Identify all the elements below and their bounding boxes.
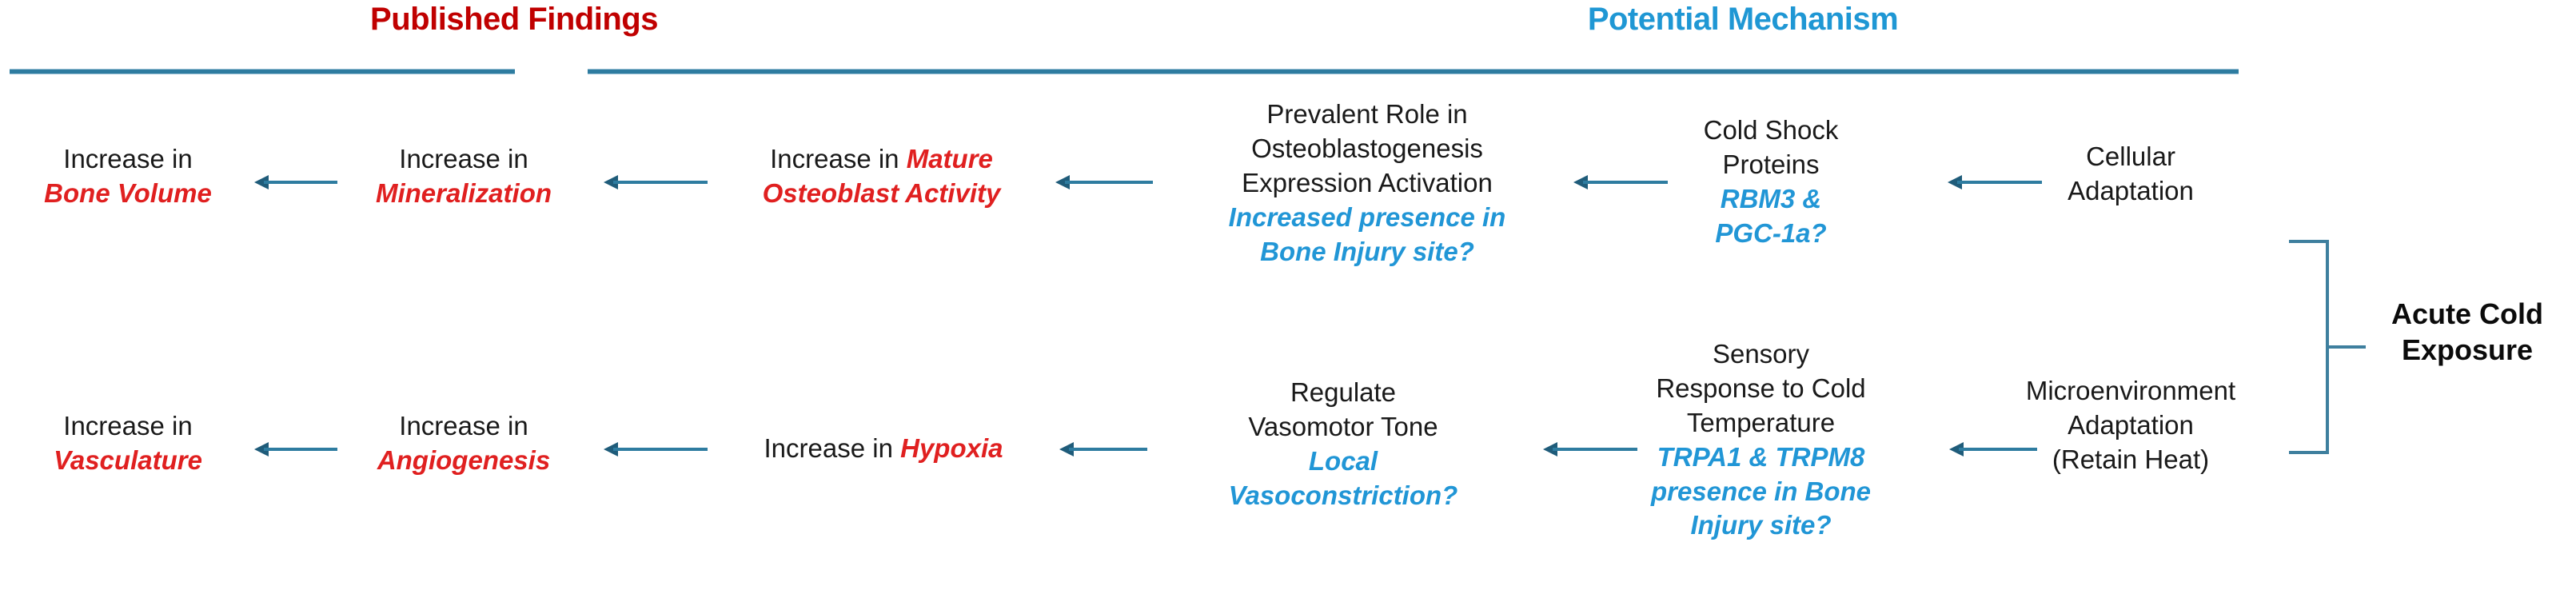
node-cellular-line-1: Cellular <box>2086 142 2175 171</box>
node-hypoxia: Increase in Hypoxia <box>716 432 1051 466</box>
arrow-head-icon <box>604 175 618 189</box>
node-microenv-line-3: (Retain Heat) <box>2052 444 2210 474</box>
node-cold-shock-emphasis-line-2: PGC-1a? <box>1715 217 1827 248</box>
arrow-head-icon <box>1573 175 1588 189</box>
bracket-top-arm <box>2289 240 2329 243</box>
arrow-microenvironment-to-sensory <box>1949 441 2037 457</box>
node-bone-volume-emphasis: Bone Volume <box>44 177 212 208</box>
node-osteoblast-lead: Increase in <box>770 144 907 173</box>
node-regulate-vasomotor-tone: Regulate Vasomotor Tone Local Vasoconstr… <box>1147 376 1539 513</box>
arrow-prevalent-role-to-osteoblast <box>1055 174 1153 190</box>
column-header-published-findings: Published Findings <box>370 2 658 37</box>
acute-cold-line-1: Acute Cold <box>2391 297 2543 330</box>
node-prevalent-role-osteoblastogenesis: Prevalent Role in Osteoblastogenesis Exp… <box>1163 98 1571 269</box>
arrow-head-icon <box>1543 442 1557 456</box>
node-prevalent-line-3: Expression Activation <box>1242 167 1493 197</box>
arrow-cold-shock-to-prevalent-role <box>1573 174 1668 190</box>
node-microenv-line-1: Microenvironment <box>2025 376 2236 405</box>
node-angiogenesis-lead: Increase in <box>399 411 528 441</box>
node-sensory-emphasis-line-3: Injury site? <box>1690 510 1832 540</box>
node-hypoxia-emphasis: Hypoxia <box>900 433 1003 463</box>
header-rule-right <box>588 69 2239 74</box>
node-cold-shock-line-1: Cold Shock <box>1703 115 1839 145</box>
column-header-potential-mechanism: Potential Mechanism <box>1587 2 1899 37</box>
arrow-head-icon <box>1059 442 1074 456</box>
arrow-shaft <box>1553 448 1637 451</box>
node-sensory-emphasis-line-1: TRPA1 & TRPM8 <box>1657 441 1865 472</box>
arrow-angiogenesis-to-vasculature <box>254 441 337 457</box>
node-hypoxia-lead: Increase in <box>764 433 901 463</box>
arrow-cellular-adaptation-to-cold-shock <box>1948 174 2042 190</box>
arrow-head-icon <box>254 175 269 189</box>
node-cold-shock-proteins: Cold Shock Proteins RBM3 & PGC-1a? <box>1599 114 1943 251</box>
node-angiogenesis-emphasis: Angiogenesis <box>377 445 551 475</box>
arrow-shaft <box>613 181 708 184</box>
node-prevalent-line-2: Osteoblastogenesis <box>1251 133 1483 163</box>
arrow-head-icon <box>604 442 618 456</box>
arrow-shaft <box>1065 181 1153 184</box>
node-vasomotor-emphasis-line-2: Vasoconstriction? <box>1228 480 1458 510</box>
node-sensory-line-3: Temperature <box>1686 407 1836 437</box>
node-cellular-adaptation: Cellular Adaptation <box>1983 140 2279 209</box>
node-vasculature: Increase in Vasculature <box>8 409 248 478</box>
node-bone-volume: Increase in Bone Volume <box>8 142 248 211</box>
node-sensory-response-to-cold: Sensory Response to Cold Temperature TRP… <box>1579 337 1943 543</box>
node-microenv-line-2: Adaptation <box>2068 409 2194 440</box>
arrow-head-icon <box>1055 175 1070 189</box>
arrow-head-icon <box>254 442 269 456</box>
arrow-head-icon <box>1948 175 1962 189</box>
node-mineralization: Increase in Mineralization <box>340 142 588 211</box>
bracket-bottom-arm <box>2289 451 2329 454</box>
node-osteoblast-emphasis: Mature Osteoblast Activity <box>762 144 1001 208</box>
node-vasculature-emphasis: Vasculature <box>54 445 202 475</box>
node-mature-osteoblast-activity: Increase in Mature Osteoblast Activity <box>720 142 1043 211</box>
node-vasculature-lead: Increase in <box>63 411 193 441</box>
node-vasomotor-line-2: Vasomotor Tone <box>1248 411 1438 441</box>
node-bone-volume-lead: Increase in <box>63 144 193 173</box>
arrow-shaft <box>1583 181 1668 184</box>
arrow-shaft <box>1069 448 1147 451</box>
header-rule-left <box>10 69 515 74</box>
arrow-shaft <box>613 448 708 451</box>
arrow-shaft <box>1957 181 2042 184</box>
node-cellular-line-2: Adaptation <box>2068 175 2194 205</box>
node-mineralization-emphasis: Mineralization <box>375 177 552 208</box>
node-sensory-line-2: Response to Cold <box>1656 373 1866 403</box>
node-mineralization-lead: Increase in <box>399 144 528 173</box>
node-vasomotor-line-1: Regulate <box>1290 377 1397 407</box>
grouping-bracket <box>2289 240 2366 454</box>
arrow-sensory-to-vasomotor <box>1543 441 1637 457</box>
node-sensory-line-1: Sensory <box>1712 339 1810 369</box>
node-microenvironment-adaptation: Microenvironment Adaptation (Retain Heat… <box>1975 374 2287 477</box>
arrow-mineralization-to-bone-volume <box>254 174 337 190</box>
node-prevalent-emphasis-line-2: Bone Injury site? <box>1260 236 1474 266</box>
node-vasomotor-emphasis-line-1: Local <box>1308 445 1378 476</box>
node-acute-cold-exposure: Acute Cold Exposure <box>2363 296 2572 369</box>
node-sensory-emphasis-line-2: presence in Bone <box>1650 476 1872 506</box>
bracket-stem <box>2326 345 2366 349</box>
node-prevalent-emphasis-line-1: Increased presence in <box>1228 201 1506 232</box>
node-cold-shock-emphasis-line-1: RBM3 & <box>1720 183 1822 213</box>
node-angiogenesis: Increase in Angiogenesis <box>340 409 588 478</box>
arrow-shaft <box>1959 448 2037 451</box>
arrow-shaft <box>264 181 337 184</box>
arrow-osteoblast-to-mineralization <box>604 174 708 190</box>
arrow-vasomotor-to-hypoxia <box>1059 441 1147 457</box>
acute-cold-line-2: Exposure <box>2401 333 2534 367</box>
arrow-head-icon <box>1949 442 1964 456</box>
node-prevalent-line-1: Prevalent Role in <box>1266 99 1468 129</box>
arrow-hypoxia-to-angiogenesis <box>604 441 708 457</box>
arrow-shaft <box>264 448 337 451</box>
node-cold-shock-line-2: Proteins <box>1722 149 1820 179</box>
